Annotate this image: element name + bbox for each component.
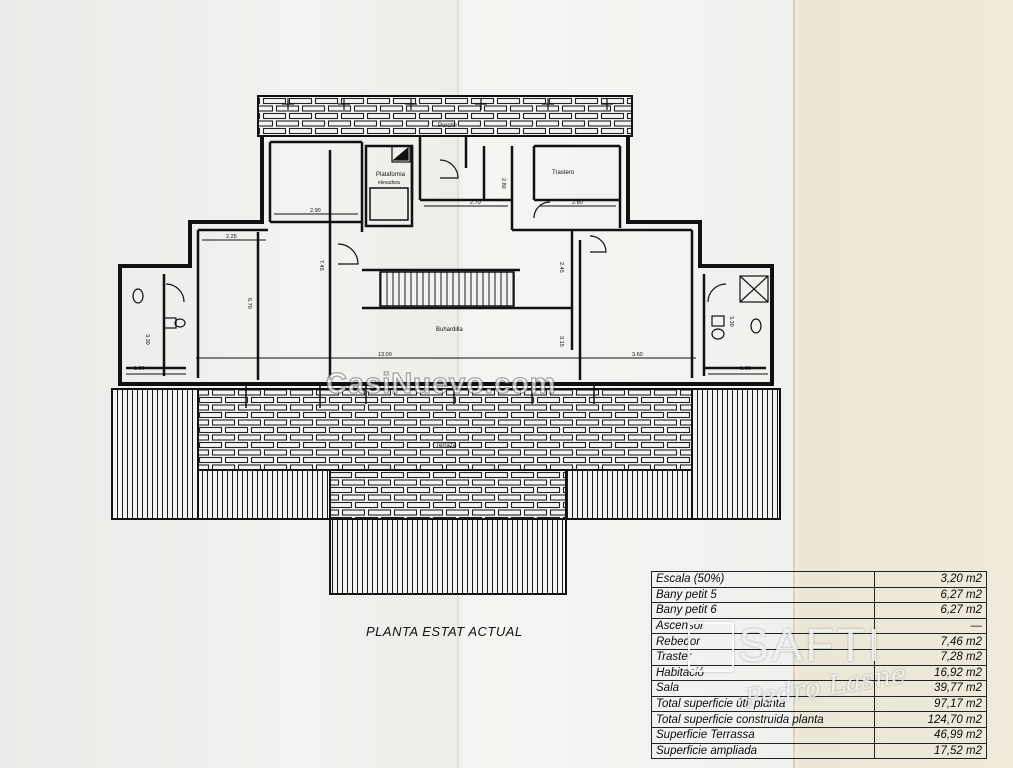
- label-porche: Porche: [438, 123, 458, 129]
- surface-value: 46,99 m2: [874, 726, 987, 744]
- surface-label: Total superficie útil planta: [651, 695, 875, 713]
- dim-label: 3.60: [632, 352, 643, 358]
- porche-area: [257, 95, 633, 137]
- surface-label: Escala (50%): [651, 571, 875, 588]
- surface-value: 7,28 m2: [874, 648, 987, 666]
- surface-value: 39,77 m2: [874, 680, 987, 697]
- fixtures: [132, 145, 769, 340]
- dim-label: 2.90: [310, 208, 321, 214]
- dim-label: 2.70: [470, 200, 481, 206]
- surface-label: Rebedor: [651, 633, 875, 650]
- dimension-lines: [126, 205, 768, 375]
- surface-label: Ascensor: [651, 617, 875, 635]
- surface-label: Bany petit 6: [651, 602, 875, 619]
- surface-label: Bany petit 5: [651, 586, 875, 604]
- label-trastero: Trastero: [552, 170, 575, 176]
- surface-value: 16,92 m2: [874, 664, 987, 682]
- door-swings: [165, 159, 727, 303]
- surface-label: Superficie Terrassa: [651, 726, 875, 744]
- dim-label: 3.30: [728, 316, 734, 327]
- surface-value: 6,27 m2: [874, 602, 987, 619]
- exterior-walls: [118, 136, 774, 386]
- terrace-decking: [111, 388, 781, 595]
- label-elevadora: elevadora: [378, 180, 400, 186]
- surface-value: 6,27 m2: [874, 586, 987, 604]
- surface-row: Escala (50%)3,20 m2: [651, 571, 987, 588]
- dim-label: 3.15: [558, 336, 564, 347]
- surface-value: —: [874, 617, 987, 635]
- dim-label: 2.80: [500, 178, 506, 189]
- dim-label: 1.90: [134, 366, 145, 372]
- surface-value: 124,70 m2: [874, 711, 987, 728]
- surface-row: Ascensor—: [651, 617, 987, 635]
- terrace-railing-posts: [245, 384, 595, 408]
- surface-label: Sala: [651, 680, 875, 697]
- dim-label: 13.00: [378, 352, 392, 358]
- surface-label: Traster: [651, 648, 875, 666]
- label-terraza: Terraza: [436, 443, 457, 449]
- interior-walls: [126, 136, 766, 380]
- dim-label: 3.30: [144, 334, 150, 345]
- dim-label: 2.80: [572, 200, 583, 206]
- plan-title: PLANTA ESTAT ACTUAL: [366, 624, 523, 639]
- label-plataforma: Plataforma: [376, 172, 406, 178]
- surface-value: 97,17 m2: [874, 695, 987, 713]
- dim-label: 7.45: [318, 260, 324, 271]
- surface-value: 3,20 m2: [874, 571, 987, 588]
- surface-label: Total superficie construida planta: [651, 711, 875, 728]
- staircase: [379, 271, 515, 307]
- surface-value: 7,46 m2: [874, 633, 987, 650]
- surface-value: 17,52 m2: [874, 742, 987, 760]
- surface-label: Habitació: [651, 664, 875, 682]
- dim-label: 6.70: [246, 298, 252, 309]
- porche-markers: [282, 98, 613, 110]
- terrace-brick-center: [329, 469, 567, 520]
- fold-line-right: [793, 0, 795, 768]
- label-buhardilla: Buhardilla: [436, 327, 463, 333]
- surface-label: Superficie ampliada: [651, 742, 875, 760]
- dim-label: 2.45: [558, 262, 564, 273]
- terrace-brick: [197, 388, 693, 471]
- dim-label: 1.86: [740, 366, 751, 372]
- dim-label: 2.25: [226, 234, 237, 240]
